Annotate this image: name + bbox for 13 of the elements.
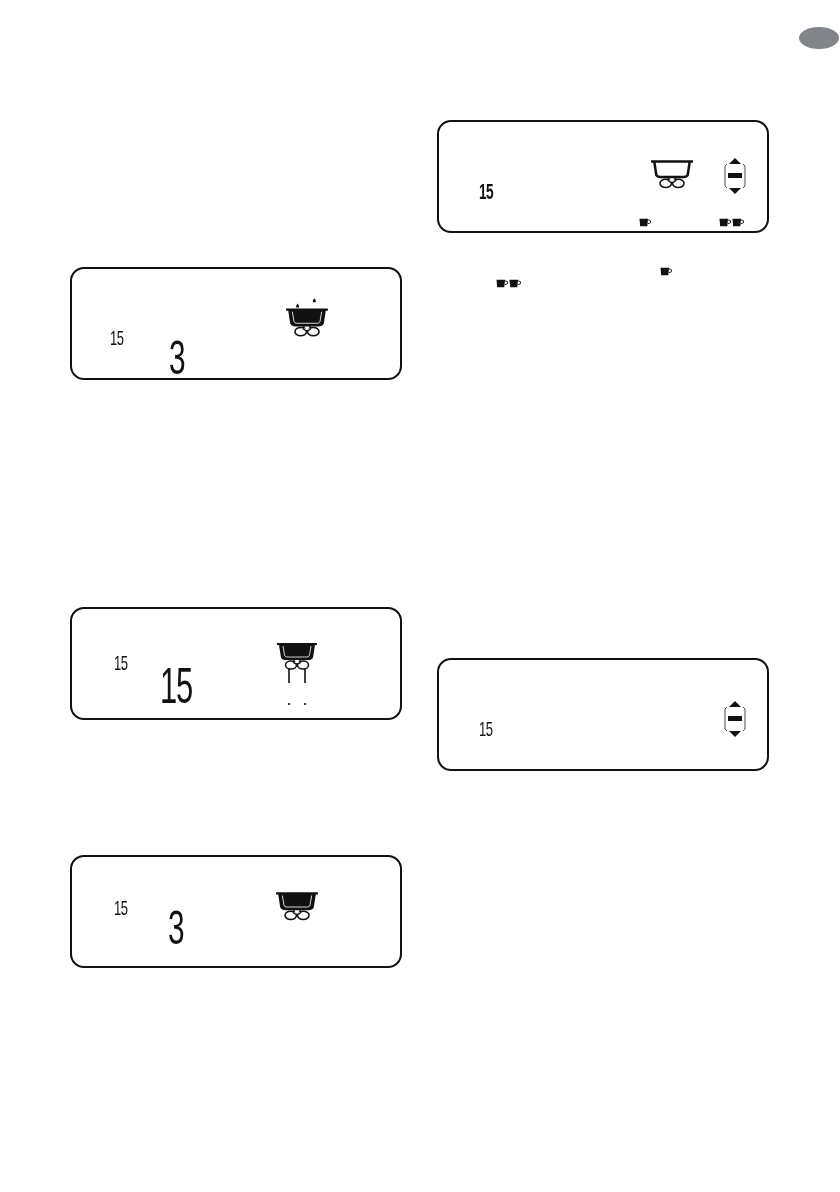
lcd-small-digits: 15 xyxy=(110,330,124,347)
lcd-small-digits: 15 xyxy=(479,183,494,201)
lcd-large-digits: 3 xyxy=(168,909,184,948)
lcd-display-panel xyxy=(437,658,769,771)
lcd-display-panel xyxy=(437,120,769,233)
lcd-display-panel xyxy=(70,607,402,720)
lcd-small-digits: 15 xyxy=(479,721,493,738)
lcd-display-panel xyxy=(70,855,402,968)
lcd-small-digits: 15 xyxy=(114,900,128,917)
lcd-large-digits: 3 xyxy=(169,339,185,378)
lcd-display-panel xyxy=(70,267,402,380)
lcd-large-digits: 15 xyxy=(160,666,192,706)
lcd-small-digits: 15 xyxy=(114,655,128,672)
